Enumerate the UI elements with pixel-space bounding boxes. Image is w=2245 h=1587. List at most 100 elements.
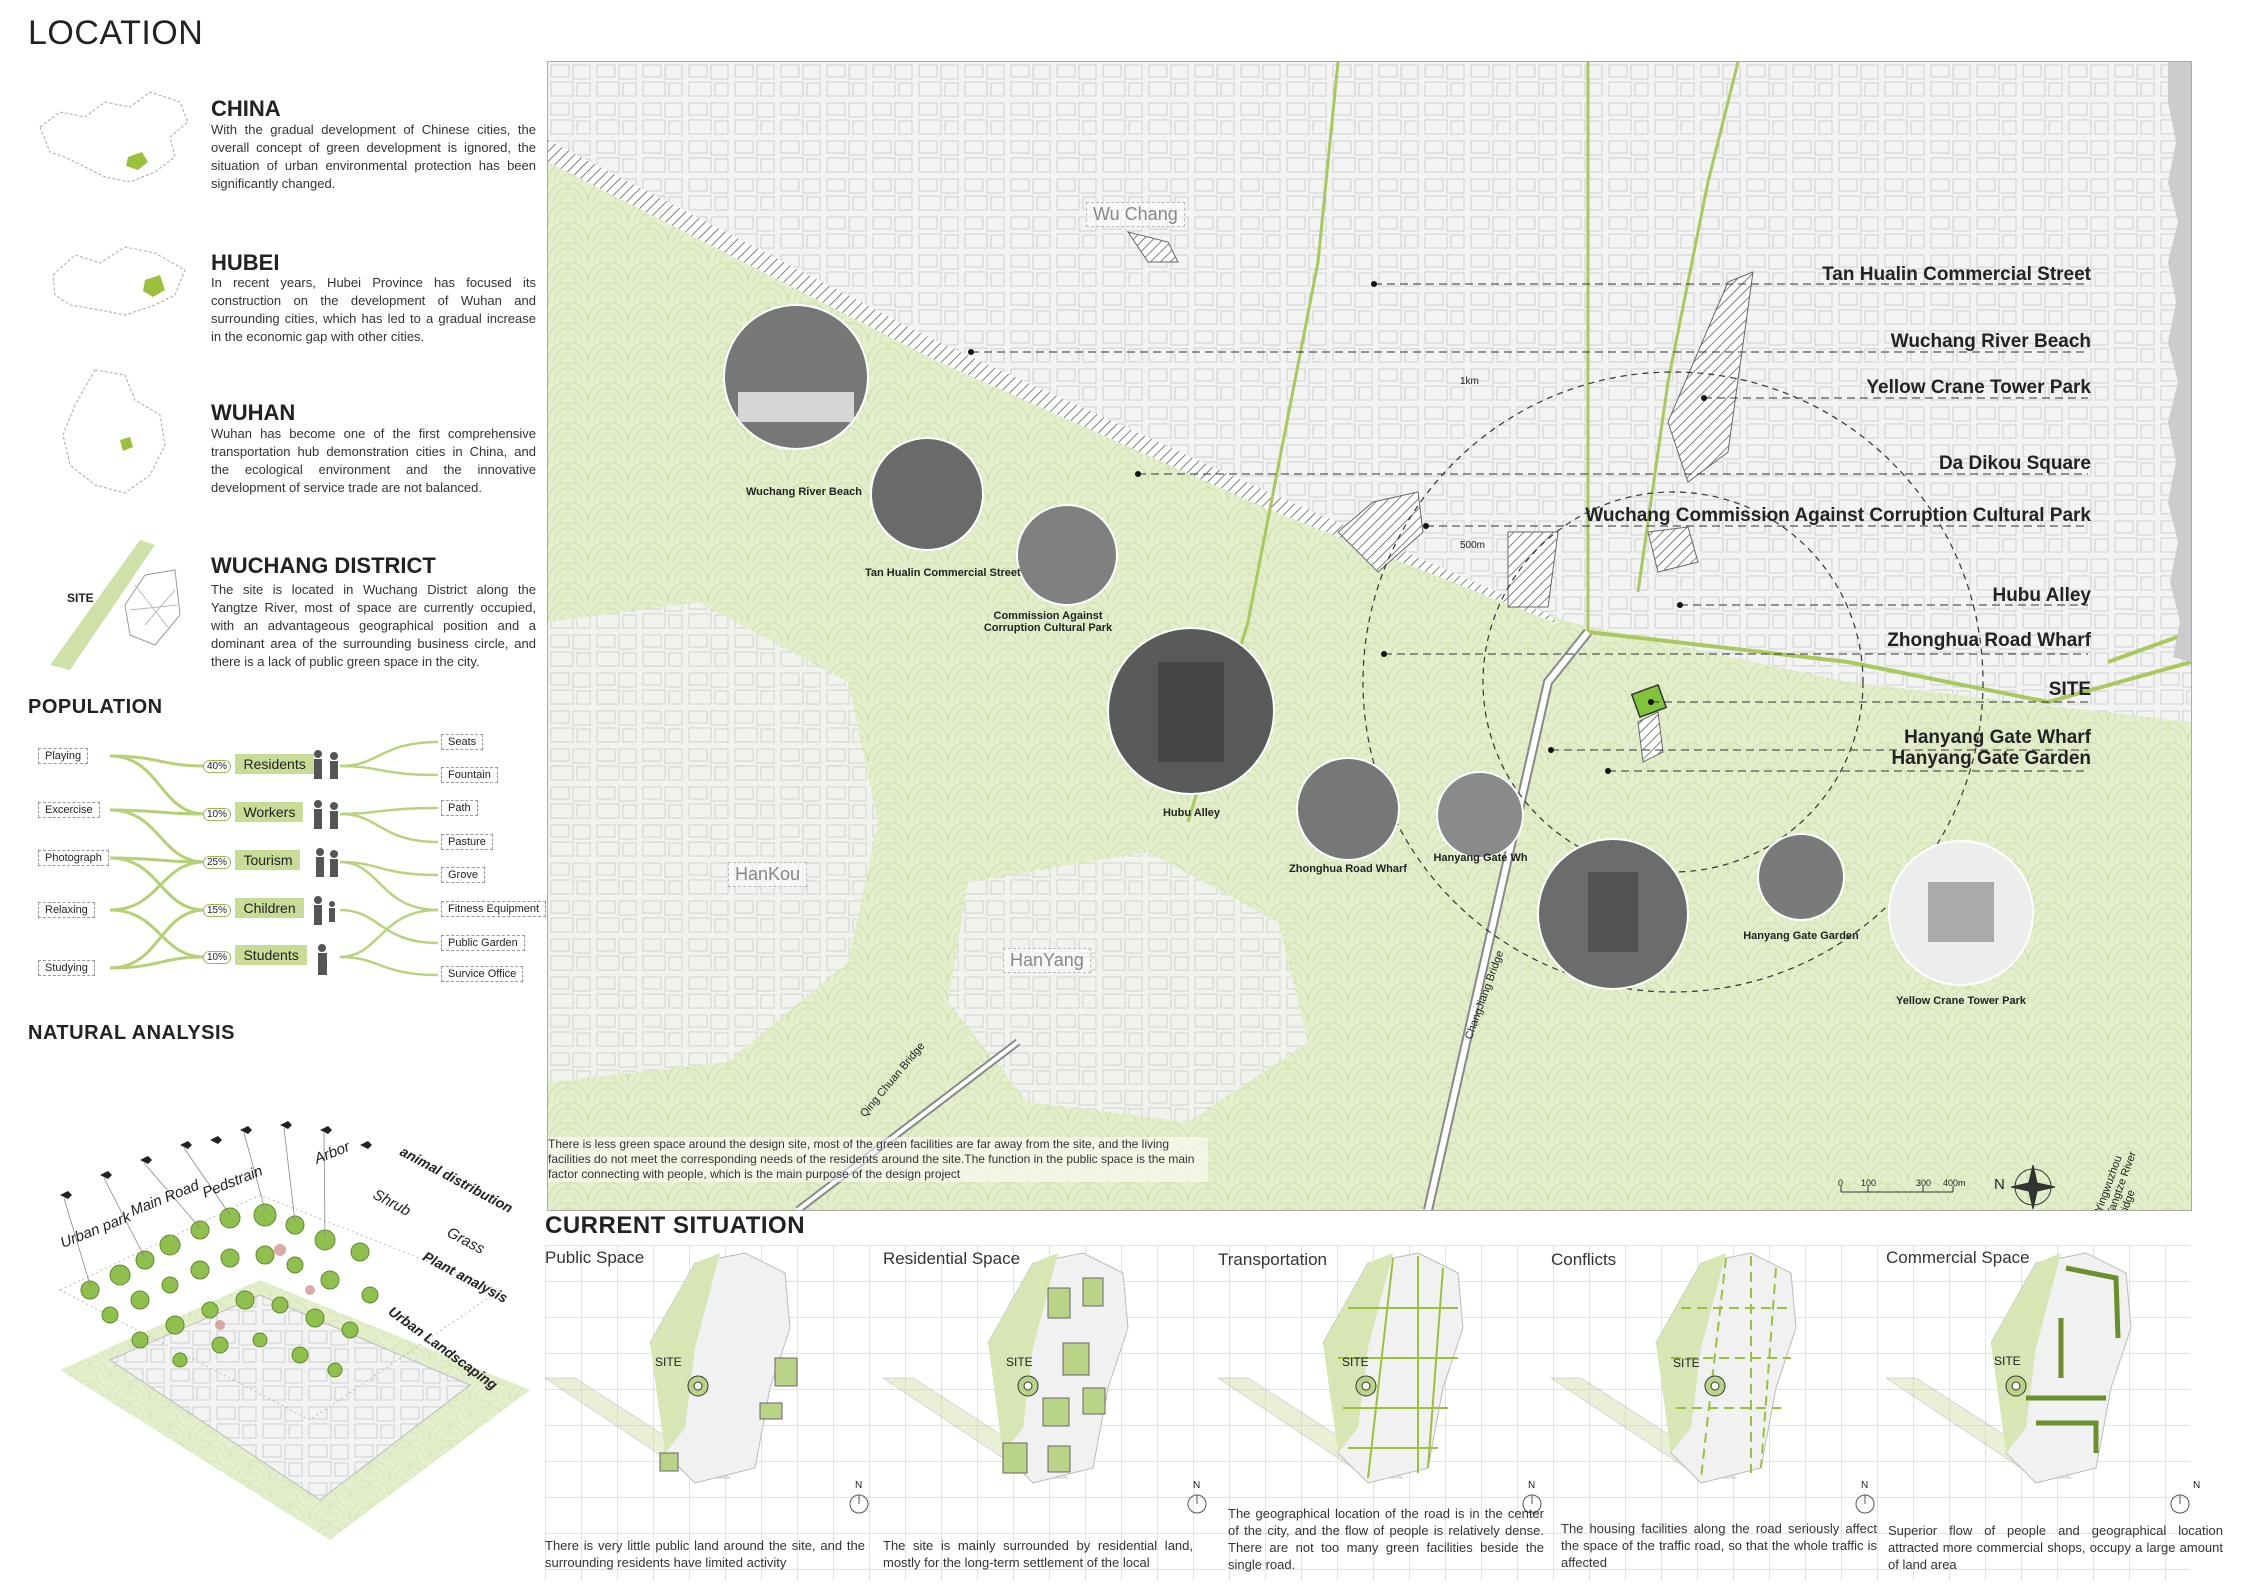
facility-public-garden: Public Garden <box>441 935 525 951</box>
place-hankou: HanKou <box>728 862 808 887</box>
panel-title: Public Space <box>545 1248 645 1267</box>
photo-caption: Hubu Alley <box>1162 807 1221 819</box>
map-note: There is less green space around the des… <box>548 1137 1208 1182</box>
panel-site-label: SITE <box>1673 1356 1700 1370</box>
label-hanyang-gate-garden: Hanyang Gate Garden <box>1891 748 2091 769</box>
china-map-icon <box>39 91 189 183</box>
label-zhonghua-road-wharf: Zhonghua Road Wharf <box>1887 630 2091 651</box>
group-tourism: 25% Tourism <box>203 850 301 870</box>
facility-path: Path <box>441 800 478 816</box>
place-wuchang: Wu Chang <box>1086 202 1185 227</box>
panel-map-transportation <box>1218 1252 1464 1484</box>
main-site-map: Wu Chang HanKou HanYang Qing Chuan Bridg… <box>547 61 2192 1211</box>
china-heading: CHINA <box>211 96 281 121</box>
panel-north-label: N <box>1861 1480 1869 1491</box>
hubei-map-icon <box>52 246 186 316</box>
group-pct: 15% <box>203 904 232 917</box>
place-hanyang: HanYang <box>1003 948 1091 973</box>
panel-site-label: SITE <box>1994 1354 2021 1368</box>
label-hubu-alley: Hubu Alley <box>1992 585 2091 606</box>
group-pct: 25% <box>203 856 232 869</box>
district-heading: WUCHANG DISTRICT <box>211 553 436 578</box>
group-students: 10% Students <box>203 945 307 965</box>
panel-site-label: SITE <box>1006 1355 1033 1369</box>
hubei-heading: HUBEI <box>211 250 280 275</box>
wuhan-map-icon <box>62 369 166 494</box>
panel-map-public-space <box>545 1252 798 1484</box>
activity-relaxing: Relaxing <box>38 902 95 918</box>
group-label: Residents <box>235 754 314 774</box>
facility-fitness: Fitness Equipment <box>441 901 547 917</box>
panel-map-residential-space <box>883 1252 1129 1484</box>
ring-label-500m: 500m <box>1460 540 1486 551</box>
group-label: Tourism <box>235 850 301 870</box>
photo-caption: Hanyang Gate Wh <box>1433 852 1528 864</box>
panel-site-label: SITE <box>1342 1355 1369 1369</box>
current-situation-title: CURRENT SITUATION <box>545 1212 806 1239</box>
activity-photograph: Photograph <box>38 850 109 866</box>
district-site-label: SITE <box>67 591 94 605</box>
facility-grove: Grove <box>441 867 485 883</box>
panel-text: The geographical location of the road is… <box>1228 1506 1544 1572</box>
district-text: The site is located in Wuchang District … <box>211 582 536 669</box>
label-site: SITE <box>2048 679 2091 700</box>
group-label: Students <box>235 945 307 965</box>
label-tan-hualin: Tan Hualin Commercial Street <box>1822 264 2091 285</box>
panel-site-label: SITE <box>655 1355 682 1369</box>
wuhan-text: Wuhan has become one of the first compre… <box>211 426 536 495</box>
group-workers: 10% Workers <box>203 802 304 822</box>
label-hanyang-gate-wharf: Hanyang Gate Wharf <box>1904 727 2091 748</box>
north-label: N <box>1994 1176 2005 1193</box>
panel-north-label: N <box>1528 1480 1536 1491</box>
facility-pasture: Pasture <box>441 834 493 850</box>
group-residents: 40% Residents <box>203 754 314 774</box>
north-compass-icons <box>849 1494 2190 1514</box>
group-pct: 40% <box>203 760 232 773</box>
photo-caption: Zhonghua Road Wharf <box>1289 863 1407 875</box>
location-title: LOCATION <box>28 14 204 52</box>
photo-caption: Hanyang Gate Garden <box>1743 930 1859 942</box>
people-silhouettes <box>314 750 338 975</box>
group-label: Workers <box>235 802 304 822</box>
label-da-dikou-square: Da Dikou Square <box>1938 453 2091 474</box>
panel-title: Residential Space <box>883 1249 1021 1268</box>
label-commission-park: Wuchang Commission Against Corruption Cu… <box>1585 505 2091 526</box>
china-text: With the gradual development of Chinese … <box>211 122 536 191</box>
facility-fountain: Fountain <box>441 767 498 783</box>
natural-analysis-diagram <box>58 1121 530 1540</box>
panel-map-commercial-space <box>1886 1252 2132 1484</box>
panel-text: Superior flow of people and geographical… <box>1888 1523 2223 1572</box>
group-children: 15% Children <box>203 898 304 918</box>
population-flow-lines <box>109 740 439 977</box>
panel-north-label: N <box>2193 1480 2201 1491</box>
scale-tick: 0 <box>1838 1178 1844 1188</box>
compass-icon <box>2015 1169 2051 1205</box>
scale-tick: 100 <box>1861 1178 1877 1188</box>
panel-map-conflicts <box>1551 1252 1797 1484</box>
activity-playing: Playing <box>38 748 89 764</box>
panel-title: Transportation <box>1218 1250 1327 1269</box>
photo-caption: Tan Hualin Commercial Street <box>865 567 1021 579</box>
photo-caption: Wuchang River Beach <box>746 486 862 498</box>
panel-north-label: N <box>855 1480 863 1491</box>
group-pct: 10% <box>203 808 232 821</box>
ring-label-1km: 1km <box>1460 376 1479 387</box>
label-yellow-crane-tower: Yellow Crane Tower Park <box>1866 377 2091 398</box>
population-title: POPULATION <box>28 696 163 718</box>
activity-exercise: Excercise <box>38 802 100 818</box>
facility-seats: Seats <box>441 734 484 750</box>
scale-tick: 300 <box>1916 1178 1932 1188</box>
panel-text: The site is mainly surrounded by residen… <box>883 1538 1193 1570</box>
panel-text: The housing facilities along the road se… <box>1561 1521 1877 1570</box>
panel-title: Commercial Space <box>1886 1248 2030 1267</box>
panel-text: There is very little public land around … <box>545 1538 865 1570</box>
hubei-text: In recent years, Hubei Province has focu… <box>211 275 536 344</box>
natural-analysis-title: NATURAL ANALYSIS <box>28 1022 235 1044</box>
wuhan-heading: WUHAN <box>211 400 296 425</box>
facility-service-office: Survice Office <box>441 966 524 982</box>
wuchang-district-icon <box>50 540 181 670</box>
label-wuchang-river-beach: Wuchang River Beach <box>1890 331 2091 352</box>
panel-north-label: N <box>1193 1480 1201 1491</box>
scale-tick: 400m <box>1943 1178 1966 1188</box>
group-label: Children <box>235 898 304 918</box>
